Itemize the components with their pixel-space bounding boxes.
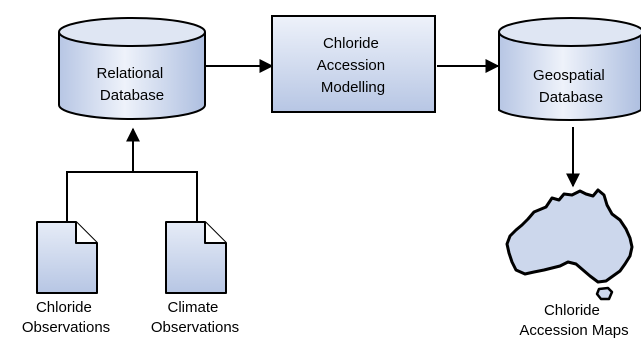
relational-database-label: Relational Database <box>97 65 168 104</box>
chloride-accession-maps-label: Chloride Accession Maps <box>519 302 628 339</box>
chloride-accession-maps-node: Chloride Accession Maps <box>505 188 634 339</box>
relational-database-node: Relational Database <box>58 17 206 120</box>
modelling-process-node: Chloride Accession Modelling <box>271 15 436 113</box>
document-icon <box>165 221 227 294</box>
modelling-process-label: Chloride Accession Modelling <box>317 35 390 96</box>
climate-observations-node: Climate Observations <box>151 221 239 336</box>
australia-map-icon <box>505 188 634 284</box>
tasmania-icon <box>595 286 614 301</box>
chloride-observations-node: Chloride Observations <box>22 221 110 336</box>
geospatial-database-node: Geospatial Database <box>498 17 641 122</box>
chloride-observations-label: Chloride Observations <box>22 299 110 336</box>
connectors <box>66 59 580 222</box>
document-icon <box>36 221 98 294</box>
geospatial-database-label: Geospatial Database <box>533 67 609 106</box>
connector-observations-merge <box>66 171 198 222</box>
climate-observations-label: Climate Observations <box>151 299 239 336</box>
